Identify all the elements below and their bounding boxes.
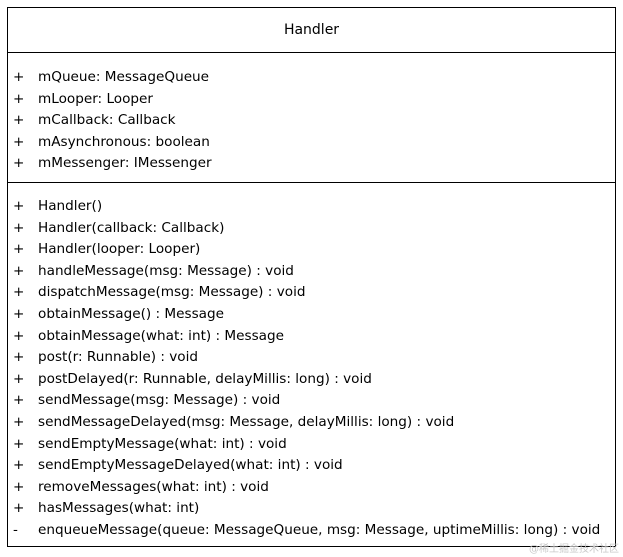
visibility-marker: + bbox=[13, 370, 25, 387]
operation-row-signature: sendEmptyMessage(what: int) : void bbox=[38, 435, 287, 452]
visibility-marker: + bbox=[13, 69, 25, 85]
operation-row: + postDelayed(r: Runnable, delayMillis: l… bbox=[8, 369, 615, 391]
attribute-row: + mMessenger: IMessenger bbox=[8, 153, 615, 175]
operation-row-signature: sendMessageDelayed(msg: Message, delayMi… bbox=[38, 413, 455, 430]
visibility-marker: + bbox=[13, 392, 25, 409]
visibility-marker: + bbox=[13, 500, 25, 517]
attribute-row-signature: mMessenger: IMessenger bbox=[38, 155, 212, 172]
visibility-marker: + bbox=[13, 219, 25, 236]
class-name: Handler bbox=[283, 22, 340, 38]
visibility-marker: + bbox=[13, 327, 25, 344]
visibility-marker: + bbox=[13, 305, 25, 322]
visibility-marker: + bbox=[13, 478, 25, 495]
visibility-marker: + bbox=[13, 133, 25, 150]
visibility-marker: + bbox=[13, 241, 25, 258]
visibility-marker: + bbox=[13, 112, 25, 129]
visibility-marker: + bbox=[13, 435, 25, 452]
attribute-row: + mQueue: MessageQueue bbox=[8, 67, 615, 89]
operations-section: + Handler() + Handler(callback: Callback) + H… bbox=[8, 183, 615, 542]
visibility-marker: + bbox=[13, 198, 25, 214]
operation-row-signature: post(r: Runnable) : void bbox=[38, 349, 198, 366]
visibility-marker: - bbox=[13, 521, 18, 538]
operation-row: + sendEmptyMessage(what: int) : void bbox=[8, 434, 615, 456]
operation-row-signature: enqueueMessage(queue: MessageQueue, msg:… bbox=[38, 521, 601, 538]
operation-row: + handleMessage(msg: Message) : void bbox=[8, 261, 615, 283]
attribute-row: + mCallback: Callback bbox=[8, 110, 615, 132]
operation-row: + Handler(looper: Looper) bbox=[8, 239, 615, 261]
operation-row: + dispatchMessage(msg: Message) : void bbox=[8, 282, 615, 304]
operation-row: + obtainMessage(what: int) : Message bbox=[8, 326, 615, 348]
attribute-row-signature: mLooper: Looper bbox=[38, 90, 154, 107]
operation-row-signature: postDelayed(r: Runnable, delayMillis: lo… bbox=[38, 370, 372, 387]
operation-row-signature: handleMessage(msg: Message) : void bbox=[38, 262, 294, 279]
visibility-marker: + bbox=[13, 413, 25, 430]
operation-row-signature: obtainMessage() : Message bbox=[38, 305, 224, 322]
operation-row-signature: Handler() bbox=[38, 198, 103, 214]
operation-row-signature: hasMessages(what: int) bbox=[38, 500, 200, 517]
operation-row: + sendMessageDelayed(msg: Message, delayM… bbox=[8, 412, 615, 434]
operation-row: + Handler() bbox=[8, 196, 615, 218]
attribute-row: + mAsynchronous: boolean bbox=[8, 132, 615, 154]
operation-row-signature: obtainMessage(what: int) : Message bbox=[38, 327, 285, 344]
operation-row: - enqueueMessage(queue: MessageQueue, msg… bbox=[8, 520, 615, 542]
class-name-section: Handler bbox=[8, 8, 615, 53]
operation-row: + Handler(callback: Callback) bbox=[8, 218, 615, 240]
operation-row-signature: Handler(looper: Looper) bbox=[38, 241, 201, 258]
visibility-marker: + bbox=[13, 90, 25, 107]
attribute-row-signature: mQueue: MessageQueue bbox=[38, 69, 210, 85]
visibility-marker: + bbox=[13, 155, 25, 172]
operation-row: + sendMessage(msg: Message) : void bbox=[8, 390, 615, 412]
operation-row: + post(r: Runnable) : void bbox=[8, 347, 615, 369]
operation-row-signature: Handler(callback: Callback) bbox=[38, 219, 225, 236]
attribute-row-signature: mAsynchronous: boolean bbox=[38, 133, 210, 150]
operation-row-signature: removeMessages(what: int) : void bbox=[38, 478, 269, 495]
attributes-section: + mQueue: MessageQueue + mLooper: Looper + mC… bbox=[8, 53, 615, 183]
watermark: @稀土掘金技术社区 bbox=[529, 544, 619, 555]
visibility-marker: + bbox=[13, 349, 25, 366]
visibility-marker: + bbox=[13, 262, 25, 279]
uml-class-box: Handler + mQueue: MessageQueue + mLooper: L… bbox=[7, 7, 616, 547]
attribute-row: + mLooper: Looper bbox=[8, 89, 615, 111]
operation-row-signature: sendEmptyMessageDelayed(what: int) : voi… bbox=[38, 457, 343, 474]
visibility-marker: + bbox=[13, 284, 25, 301]
operation-row-signature: dispatchMessage(msg: Message) : void bbox=[38, 284, 306, 301]
operation-row-signature: sendMessage(msg: Message) : void bbox=[38, 392, 281, 409]
operation-row: + sendEmptyMessageDelayed(what: int) : vo… bbox=[8, 455, 615, 477]
operation-row: + removeMessages(what: int) : void bbox=[8, 477, 615, 499]
operation-row: + obtainMessage() : Message bbox=[8, 304, 615, 326]
attribute-row-signature: mCallback: Callback bbox=[38, 112, 176, 129]
operation-row: + hasMessages(what: int) bbox=[8, 498, 615, 520]
visibility-marker: + bbox=[13, 457, 25, 474]
